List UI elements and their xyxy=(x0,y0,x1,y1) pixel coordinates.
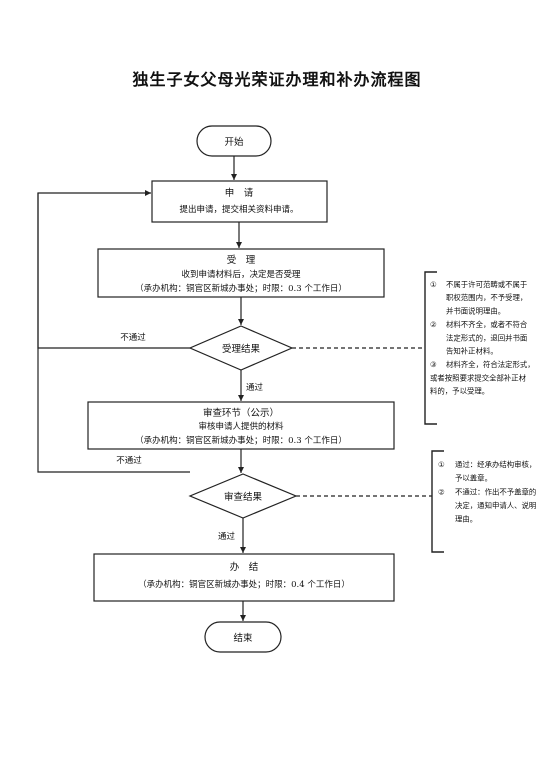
accept-decision: 受理结果 xyxy=(188,325,294,371)
review-org: （承办机构：铜官区新城办事处；时限：0.3 个工作日） xyxy=(135,435,347,446)
label-fail-2: 不通过 xyxy=(116,455,142,466)
review-heading: 审查环节（公示） xyxy=(203,407,279,419)
note-line: 决定，通知申请人、说明 xyxy=(455,501,536,510)
review-decision-label: 审查结果 xyxy=(224,491,263,503)
page-title: 独生子女父母光荣证办理和补办流程图 xyxy=(132,70,422,89)
arrow-fail-2 xyxy=(37,193,190,473)
accept-heading: 受 理 xyxy=(227,254,256,266)
review-decision: 审查结果 xyxy=(188,473,298,519)
label-pass-2: 通过 xyxy=(218,531,236,542)
note-number: ③ xyxy=(430,360,437,369)
start-label: 开始 xyxy=(224,136,244,148)
review-desc: 审核申请人提供的材料 xyxy=(198,421,284,432)
finish-box: 办 结 （承办机构：铜官区新城办事处；时限：0.4 个工作日） xyxy=(93,553,395,602)
accept-decision-label: 受理结果 xyxy=(222,343,261,355)
note-line: 材料齐全，符合法定形式， xyxy=(446,360,535,369)
note-line: 并书面说明理由。 xyxy=(446,306,505,315)
accept-desc: 收到申请材料后，决定是否受理 xyxy=(181,269,301,280)
apply-desc: 提出申请，提交相关资料申请。 xyxy=(179,204,298,215)
accept-note-bracket xyxy=(424,271,437,425)
accept-box: 受 理 收到申请材料后，决定是否受理 （承办机构：铜官区新城办事处；时限：0.3… xyxy=(97,248,385,298)
review-box: 审查环节（公示） 审核申请人提供的材料 （承办机构：铜官区新城办事处；时限：0.… xyxy=(87,401,395,450)
apply-heading: 申 请 xyxy=(225,187,254,199)
accept-org: （承办机构：铜官区新城办事处；时限：0.3 个工作日） xyxy=(135,283,347,294)
note-line: 材料不齐全，或者不符合 xyxy=(446,320,528,329)
review-note: ① 通过：经承办结构审核， 予以盖章。 ② 不通过：作出不予盖章的决定，通知申请人、说明… xyxy=(431,450,536,553)
note-number: ① xyxy=(430,280,437,289)
note-line: 通过：经承办结构审核， xyxy=(455,460,536,469)
note-line: 不通过：作出不予盖章的 xyxy=(455,488,536,497)
note-number: ② xyxy=(430,320,437,329)
note-line: 理由。 xyxy=(455,515,477,524)
note-line: 告知补正材料。 xyxy=(446,347,498,356)
label-fail-1: 不通过 xyxy=(120,332,146,343)
label-pass-1: 通过 xyxy=(246,382,264,393)
note-line: 不属于许可范畴或不属于 xyxy=(446,280,527,289)
apply-box: 申 请 提出申请，提交相关资料申请。 xyxy=(151,180,328,223)
note-line: 或者按照要求提交全部补正材 xyxy=(430,373,527,382)
end-label: 结束 xyxy=(233,632,253,644)
note-number: ② xyxy=(438,488,445,497)
review-note-bracket xyxy=(431,450,444,553)
finish-org: （承办机构：铜官区新城办事处；时限：0.4 个工作日） xyxy=(138,579,350,590)
note-line: 职权范围内，不予受理， xyxy=(446,293,527,302)
note-line: 法定形式的，退回并书面 xyxy=(446,333,527,342)
finish-heading: 办 结 xyxy=(230,561,259,573)
note-number: ① xyxy=(438,460,445,469)
end-node: 结束 xyxy=(204,621,282,653)
note-line: 料的，予以受理。 xyxy=(430,387,489,396)
note-line: 予以盖章。 xyxy=(455,474,492,483)
start-node: 开始 xyxy=(196,125,272,157)
